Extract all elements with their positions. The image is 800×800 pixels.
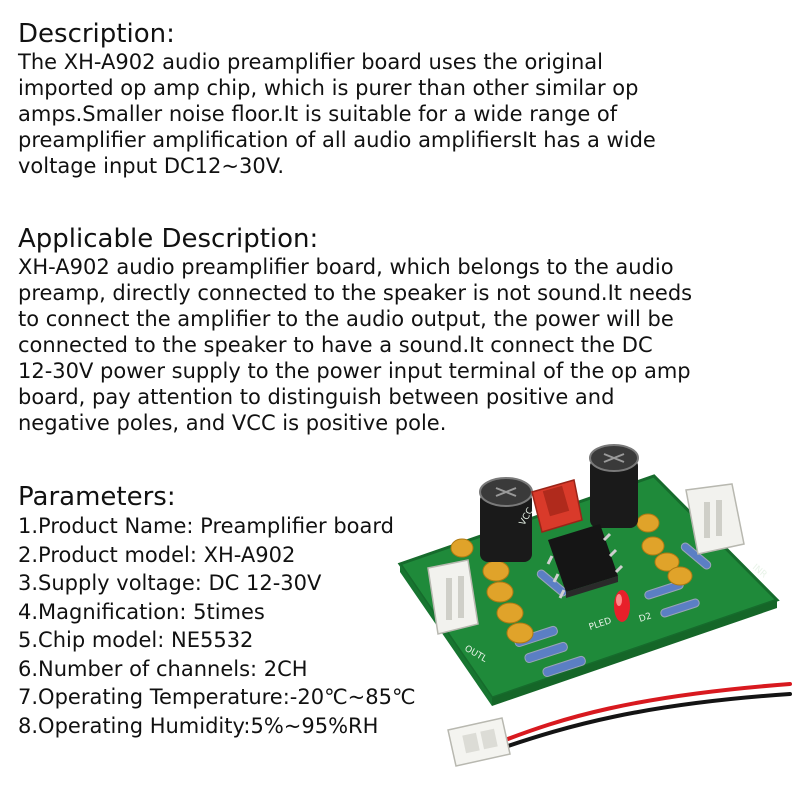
audio-output-connector — [427, 559, 479, 635]
ceramic-capacitors — [450, 513, 693, 644]
parameter-item: 5.Chip model: NE5532 — [18, 628, 254, 652]
applicable-line: connected to the speaker to have a sound… — [18, 333, 653, 357]
op-amp-chip — [546, 524, 624, 599]
description-line: preamplifier amplification of all audio … — [18, 128, 656, 152]
parameter-item: 7.Operating Temperature:-20℃~85℃ — [18, 685, 416, 709]
parameter-item: 1.Product Name: Preamplifier board — [18, 514, 394, 538]
led — [614, 590, 630, 622]
applicable-line: to connect the amplifier to the audio ou… — [18, 307, 674, 331]
description-line: amps.Smaller noise floor.It is suitable … — [18, 102, 618, 126]
parameter-item: 4.Magnification: 5times — [18, 599, 265, 624]
parameters-list: 1.Product Name: Preamplifier board 2.Pro… — [18, 512, 478, 740]
applicable-line: preamp, directly connected to the speake… — [18, 281, 693, 305]
applicable-line: 12-30V power supply to the power input t… — [18, 359, 691, 383]
cable-plug — [447, 717, 511, 767]
description-line: The XH-A902 audio preamplifier board use… — [18, 50, 603, 74]
label-d2: D2 — [638, 611, 653, 624]
parameters-section: Parameters: 1.Product Name: Preamplifier… — [18, 482, 478, 740]
description-section: Description: The XH-A902 audio preamplif… — [18, 19, 718, 179]
applicable-line: negative poles, and VCC is positive pole… — [18, 411, 447, 435]
power-connector — [531, 479, 583, 533]
parameter-item: 8.Operating Humidity:5%~95%RH — [18, 713, 379, 738]
description-heading: Description: — [18, 19, 175, 49]
parameters-heading: Parameters: — [18, 482, 176, 512]
electrolytic-capacitors — [479, 444, 639, 562]
parameter-item: 2.Product model: XH-A902 — [18, 542, 296, 567]
parameter-item: 6.Number of channels: 2CH — [18, 656, 308, 681]
description-text: The XH-A902 audio preamplifier board use… — [18, 49, 718, 179]
applicable-section: Applicable Description: XH-A902 audio pr… — [18, 224, 758, 436]
applicable-heading: Applicable Description: — [18, 224, 319, 254]
product-photo: OUTL INR PLED D2 VCC — [397, 444, 792, 767]
description-line: voltage input DC12~30V. — [18, 154, 285, 178]
audio-input-connector — [685, 483, 745, 555]
applicable-line: XH-A902 audio preamplifier board, which … — [18, 255, 674, 279]
parameter-item: 3.Supply voltage: DC 12-30V — [18, 571, 322, 595]
applicable-text: XH-A902 audio preamplifier board, which … — [18, 254, 758, 436]
power-cable — [498, 682, 792, 750]
applicable-line: board, pay attention to distinguish betw… — [18, 385, 615, 409]
description-line: imported op amp chip, which is purer tha… — [18, 76, 639, 100]
